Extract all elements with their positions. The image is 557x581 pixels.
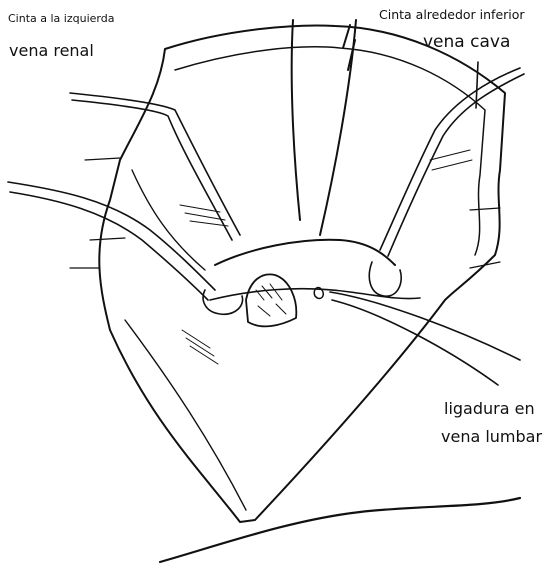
ligature-label-line2: vena lumbar bbox=[441, 428, 542, 446]
incision-frame bbox=[99, 26, 505, 522]
vessel-stump bbox=[246, 274, 296, 326]
left-tape-lower-b bbox=[10, 192, 208, 300]
inner-wound-left bbox=[132, 170, 205, 270]
incision-inner-rim bbox=[175, 47, 485, 255]
right-tape-label-line1: Cinta alrededor inferior bbox=[379, 8, 525, 22]
skin-contour bbox=[160, 498, 520, 562]
renal-vein-upper bbox=[215, 240, 395, 265]
right-tape-loop bbox=[369, 262, 401, 296]
ligature-label-line1: ligadura en bbox=[444, 400, 535, 418]
hatch-left bbox=[180, 205, 228, 226]
vena-cava-right-wall bbox=[320, 20, 356, 235]
wall-lines-right bbox=[470, 208, 500, 268]
hatch-right bbox=[430, 150, 472, 170]
vena-cava-sheen bbox=[343, 25, 355, 70]
left-tape-label-line2: vena renal bbox=[9, 42, 94, 60]
left-tape-upper-b bbox=[72, 100, 232, 240]
vena-cava-left-wall bbox=[292, 20, 300, 220]
inner-wound-bottom bbox=[125, 320, 246, 510]
left-tape-lower-a bbox=[8, 182, 215, 290]
hatch-low bbox=[182, 330, 218, 364]
lumbar-ligature-b bbox=[332, 300, 498, 385]
left-tape-label-line1: Cinta a la izquierda bbox=[8, 13, 114, 25]
right-tape-label-line2: vena cava bbox=[423, 33, 510, 52]
